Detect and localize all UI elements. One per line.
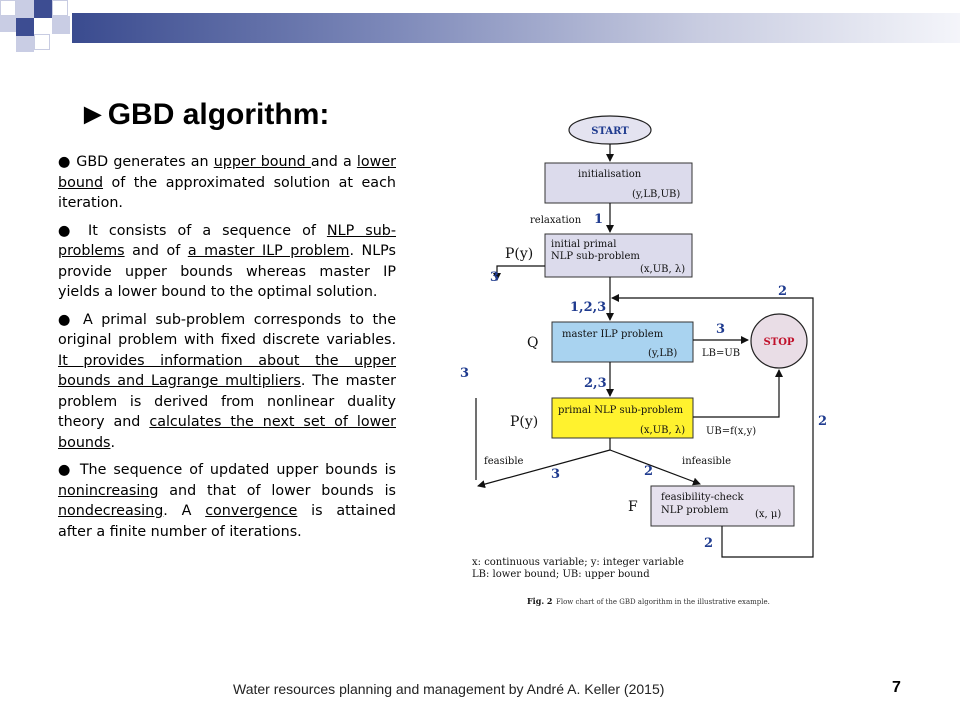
- primal-nlp-vars: (x,UB, λ): [640, 425, 685, 436]
- caption-fig: Fig. 2: [527, 596, 552, 606]
- bullet-4: ● The sequence of updated upper bounds i…: [58, 460, 396, 542]
- initial-primal-label: NLP sub-problem: [551, 251, 640, 262]
- master-ilp-vars: (y,LB): [648, 348, 677, 359]
- master-ilp-label: master ILP problem: [562, 329, 664, 340]
- underlined-term: It provides information about the upper …: [58, 352, 396, 390]
- underlined-term: lower bound: [58, 154, 396, 191]
- decor-square: [34, 34, 50, 50]
- stop-arrow-number: 3: [716, 322, 725, 337]
- decor-square: [16, 0, 34, 18]
- py-label: P(y): [505, 246, 533, 262]
- py-label: P(y): [510, 414, 538, 430]
- legend-line: LB: lower bound; UB: upper bound: [472, 569, 650, 580]
- primal-nlp-box: [551, 397, 694, 439]
- page-number: 7: [892, 679, 901, 696]
- text-run: ● A primal sub-problem corresponds to th…: [58, 311, 396, 349]
- loop-number: 2: [704, 536, 713, 551]
- decor-square: [0, 16, 16, 32]
- step-number: 2,3: [584, 376, 607, 391]
- master-ilp-box: [551, 321, 694, 363]
- loop-number: 3: [490, 270, 499, 285]
- initialisation-box: [544, 162, 693, 204]
- footer-citation: Water resources planning and management …: [233, 681, 665, 697]
- underlined-term: nondecreasing: [58, 503, 164, 519]
- text-run: and of: [124, 243, 188, 259]
- infeasible-label: infeasible: [682, 456, 731, 467]
- feasibility-label: feasibility-check: [661, 492, 745, 503]
- underlined-term: nonincreasing: [58, 482, 159, 499]
- text-run: . The master problem is derived from non…: [58, 373, 397, 430]
- gradient-bar: [72, 13, 960, 43]
- underlined-term: calculates the next set of lower bounds: [58, 414, 396, 451]
- decorative-header: [0, 0, 960, 60]
- text-run: is attained after a finite number of ite…: [58, 503, 396, 540]
- feasible-arrow: [477, 449, 611, 489]
- decor-square: [16, 18, 34, 36]
- underlined-term: NLP sub-problems: [58, 222, 396, 260]
- decor-square: [0, 0, 16, 16]
- text-run: . NLPs provide upper bounds whereas mast…: [58, 243, 396, 300]
- bullet-list: ● GBD generates an upper bound and a low…: [58, 152, 396, 549]
- loop-arrow: [493, 265, 545, 281]
- initialisation-label: initialisation: [578, 169, 642, 180]
- bullet-3: ● A primal sub-problem corresponds to th…: [58, 310, 396, 454]
- text-run: .: [110, 434, 116, 451]
- stop-node: [750, 313, 808, 369]
- step-number: 1: [594, 212, 603, 227]
- lb-ub-label: LB=UB: [702, 348, 740, 359]
- text-run: ● The sequence of updated upper bounds i…: [58, 462, 396, 478]
- initial-primal-box: [544, 233, 693, 278]
- decor-square: [34, 18, 52, 34]
- primal-nlp-label: primal NLP sub-problem: [558, 405, 684, 416]
- decor-square: [52, 0, 68, 16]
- loop-number: 2: [818, 414, 827, 429]
- connector: [693, 369, 783, 418]
- start-label: START: [591, 126, 629, 137]
- feasibility-vars: (x, μ): [755, 509, 781, 520]
- decor-square: [34, 0, 52, 18]
- bullet-1: ● GBD generates an upper bound and a low…: [58, 152, 396, 214]
- initial-primal-vars: (x,UB, λ): [640, 264, 685, 275]
- text-run: ● GBD generates an: [58, 154, 214, 170]
- loop-line: [721, 526, 814, 558]
- loop-number: 2: [778, 284, 787, 299]
- caption-text: Flow chart of the GBD algorithm in the i…: [556, 598, 770, 606]
- feasible-label: feasible: [484, 456, 524, 467]
- ub-f-label: UB=f(x,y): [706, 426, 756, 437]
- text-run: and a: [310, 154, 357, 170]
- bullet-2: ● It consists of a sequence of NLP sub-p…: [58, 221, 396, 303]
- underlined-term: a master ILP problem: [187, 243, 350, 259]
- underlined-term: convergence: [205, 503, 298, 519]
- infeasible-arrow: [609, 449, 701, 486]
- relaxation-label: relaxation: [530, 215, 582, 226]
- branch-number: 3: [551, 467, 560, 482]
- decor-square: [16, 36, 34, 52]
- loop-arrow: [611, 294, 814, 540]
- text-run: . A: [163, 503, 206, 519]
- slide-title: ►GBD algorithm:: [78, 98, 330, 131]
- stop-label: STOP: [764, 337, 795, 348]
- feasibility-label: NLP problem: [661, 505, 729, 516]
- underlined-term: upper bound: [213, 154, 311, 170]
- q-label: Q: [527, 335, 538, 351]
- step-number: 1,2,3: [570, 300, 606, 315]
- text-run: and that of lower bounds is: [158, 482, 396, 499]
- branch-number: 2: [644, 464, 653, 479]
- initialisation-vars: (y,LB,UB): [632, 189, 680, 200]
- decor-square: [52, 16, 70, 34]
- legend-line: x: continuous variable; y: integer varia…: [472, 557, 684, 568]
- text-run: ● It consists of a sequence of: [58, 222, 327, 239]
- loop-number: 3: [460, 366, 469, 381]
- f-label: F: [628, 499, 638, 515]
- gbd-flowchart-figure: START initialisation (y,LB,UB) relaxatio…: [450, 108, 830, 618]
- initial-primal-label: initial primal: [551, 239, 616, 250]
- text-run: of the approximated solution at each ite…: [58, 174, 396, 212]
